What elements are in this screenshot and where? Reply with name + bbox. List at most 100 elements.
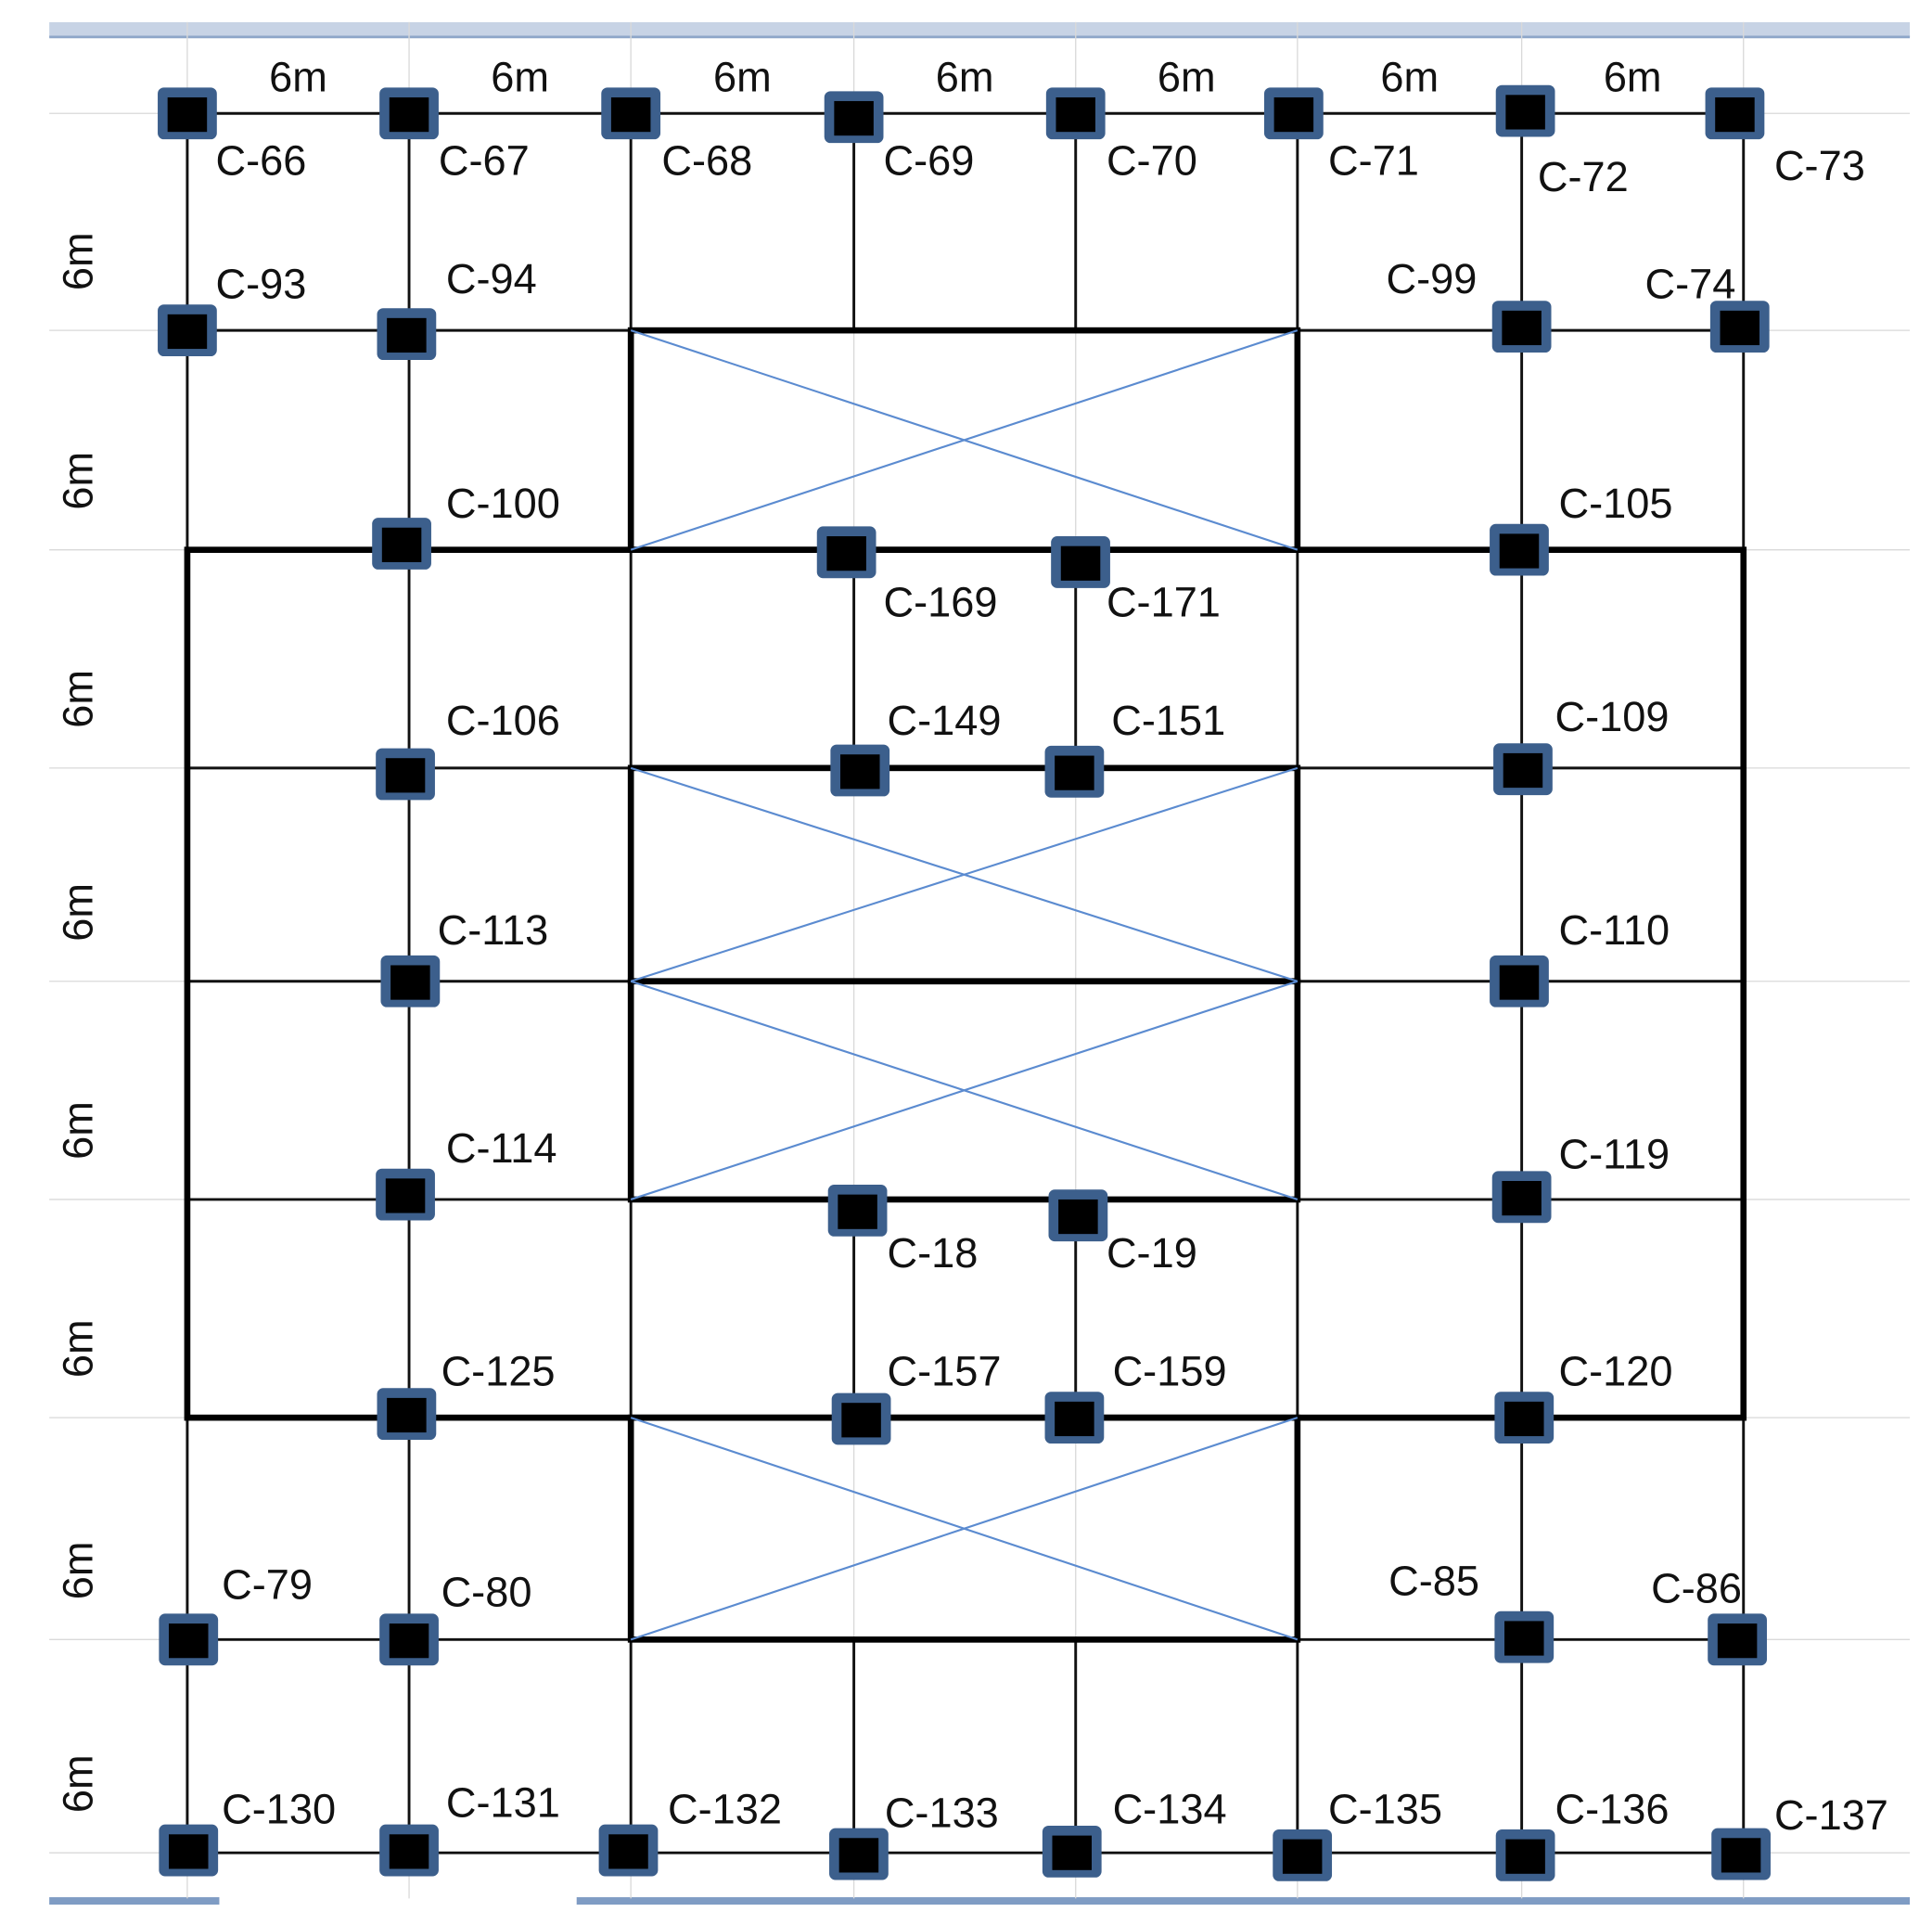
cross-bracing bbox=[630, 329, 1299, 1641]
column-marker[interactable] bbox=[380, 955, 441, 1007]
column-label: C-110 bbox=[1558, 906, 1670, 954]
column-label: C-133 bbox=[885, 1789, 999, 1836]
column-label: C-169 bbox=[883, 578, 997, 625]
column-label: C-19 bbox=[1107, 1229, 1197, 1277]
span-label-vertical: 6m bbox=[55, 1754, 102, 1813]
column-marker[interactable] bbox=[1493, 743, 1553, 796]
span-label-horizontal: 6m bbox=[1604, 53, 1662, 100]
column-label: C-109 bbox=[1555, 693, 1669, 740]
column-marker[interactable] bbox=[1495, 1829, 1555, 1881]
column-marker[interactable] bbox=[1494, 1610, 1555, 1663]
header-band bbox=[49, 21, 1911, 37]
column-marker[interactable] bbox=[1494, 1392, 1555, 1444]
column-label: C-69 bbox=[883, 137, 974, 185]
column-marker[interactable] bbox=[376, 748, 435, 801]
span-label-vertical: 6m bbox=[55, 670, 102, 728]
column-label: C-113 bbox=[438, 906, 549, 954]
column-marker[interactable] bbox=[1048, 1189, 1108, 1242]
column-label: C-106 bbox=[446, 697, 560, 744]
span-label-horizontal: 6m bbox=[269, 53, 327, 100]
column-marker[interactable] bbox=[1705, 87, 1765, 140]
column-label: C-94 bbox=[446, 255, 537, 302]
column-marker[interactable] bbox=[158, 87, 217, 140]
span-label-horizontal: 6m bbox=[491, 53, 549, 100]
column-marker[interactable] bbox=[377, 1388, 437, 1441]
span-label-vertical: 6m bbox=[55, 232, 102, 290]
column-marker[interactable] bbox=[816, 526, 876, 579]
column-marker[interactable] bbox=[1490, 523, 1549, 576]
column-label: C-149 bbox=[887, 697, 1001, 744]
braced-bay bbox=[627, 327, 1301, 553]
column-marker[interactable] bbox=[829, 1828, 889, 1880]
column-label: C-137 bbox=[1774, 1791, 1888, 1839]
braced-bay bbox=[627, 978, 1301, 1203]
column-label: C-100 bbox=[446, 480, 560, 527]
column-label: C-70 bbox=[1107, 137, 1197, 185]
column-label: C-134 bbox=[1113, 1785, 1227, 1832]
column-label: C-93 bbox=[215, 261, 306, 308]
brace-diagonal bbox=[630, 980, 1299, 1200]
column-label: C-105 bbox=[1558, 480, 1672, 527]
column-marker[interactable] bbox=[1273, 1829, 1333, 1881]
column-label: C-68 bbox=[661, 137, 752, 185]
spreadsheet-gridlines bbox=[49, 21, 1911, 1899]
column-label: C-159 bbox=[1113, 1348, 1227, 1395]
column-label: C-119 bbox=[1558, 1131, 1670, 1178]
column-marker[interactable] bbox=[824, 91, 884, 144]
column-marker[interactable] bbox=[376, 1168, 435, 1221]
brace-diagonal bbox=[630, 766, 1299, 982]
column-marker[interactable] bbox=[379, 87, 439, 140]
column-marker[interactable] bbox=[158, 304, 217, 357]
column-marker[interactable] bbox=[372, 518, 431, 570]
core-wall-outlines bbox=[184, 327, 1747, 1643]
brace-diagonal bbox=[630, 329, 1299, 551]
span-label-horizontal: 6m bbox=[1158, 53, 1216, 100]
column-label: C-171 bbox=[1107, 578, 1221, 625]
column-marker[interactable] bbox=[831, 1392, 891, 1445]
column-label: C-18 bbox=[887, 1229, 978, 1277]
column-label: C-131 bbox=[446, 1779, 560, 1827]
column-label: C-86 bbox=[1651, 1564, 1742, 1611]
column-label: C-85 bbox=[1388, 1557, 1479, 1604]
column-marker[interactable] bbox=[1042, 1825, 1102, 1878]
column-marker[interactable] bbox=[377, 308, 437, 361]
span-label-horizontal: 6m bbox=[713, 53, 772, 100]
column-marker[interactable] bbox=[1711, 1828, 1771, 1880]
footer-band-left bbox=[49, 1897, 220, 1906]
column-marker[interactable] bbox=[1495, 84, 1555, 137]
column-label: C-99 bbox=[1386, 255, 1477, 302]
column-marker[interactable] bbox=[1490, 955, 1549, 1007]
column-marker[interactable] bbox=[1044, 745, 1105, 798]
braced-bay bbox=[627, 1414, 1301, 1643]
column-label: C-79 bbox=[222, 1560, 313, 1608]
column-marker[interactable] bbox=[1045, 87, 1106, 140]
column-marker[interactable] bbox=[379, 1824, 439, 1877]
column-label: C-135 bbox=[1328, 1785, 1442, 1832]
column-marker[interactable] bbox=[1708, 1613, 1767, 1666]
column-label: C-66 bbox=[215, 137, 306, 185]
column-marker[interactable] bbox=[598, 1824, 659, 1877]
column-marker[interactable] bbox=[830, 744, 890, 797]
column-marker[interactable] bbox=[1491, 1171, 1552, 1224]
column-marker[interactable] bbox=[379, 1613, 439, 1666]
column-label: C-130 bbox=[222, 1785, 336, 1832]
column-marker[interactable] bbox=[1709, 301, 1770, 353]
column-label: C-71 bbox=[1328, 137, 1419, 185]
column-marker[interactable] bbox=[1263, 87, 1324, 140]
span-label-vertical: 6m bbox=[55, 452, 102, 510]
span-label-vertical: 6m bbox=[55, 1101, 102, 1160]
column-marker[interactable] bbox=[159, 1613, 219, 1666]
span-label-horizontal: 6m bbox=[1380, 53, 1439, 100]
column-label: C-125 bbox=[441, 1348, 556, 1395]
column-label: C-114 bbox=[446, 1124, 557, 1172]
column-marker[interactable] bbox=[159, 1824, 219, 1877]
spreadsheet-header-band bbox=[49, 21, 1911, 1906]
column-marker[interactable] bbox=[1491, 301, 1552, 353]
column-label: C-120 bbox=[1558, 1348, 1672, 1395]
column-label: C-73 bbox=[1774, 142, 1865, 189]
column-marker[interactable] bbox=[1044, 1392, 1105, 1444]
column-marker[interactable] bbox=[601, 87, 661, 140]
column-marker[interactable] bbox=[827, 1184, 888, 1237]
column-marker[interactable] bbox=[1051, 536, 1110, 588]
